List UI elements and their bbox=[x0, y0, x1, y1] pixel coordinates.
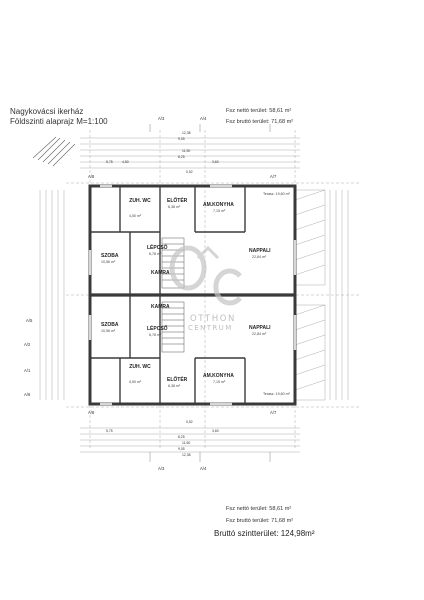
room-label: SZOBA bbox=[101, 253, 119, 259]
net-area-bottom: Fsz nettó terület: 58,61 m² bbox=[226, 506, 292, 512]
room-label: NAPPALI bbox=[249, 325, 271, 331]
dim-bottom: 9,05 bbox=[178, 447, 185, 451]
axis-label-a7-top: A/7 bbox=[270, 174, 277, 179]
gross-area-bottom: Fsz bruttó terület: 71,68 m² bbox=[226, 518, 294, 524]
gross-area-top: Fsz bruttó terület: 71,68 m² bbox=[226, 119, 294, 125]
dim-top: 9,05 bbox=[178, 137, 185, 141]
watermark-logo-icon bbox=[169, 245, 242, 306]
dim-top: 3,60 bbox=[212, 160, 219, 164]
dim-bottom: 8,25 bbox=[178, 435, 185, 439]
axis-markers bbox=[149, 124, 271, 462]
dim-top: 4,50 bbox=[122, 160, 129, 164]
room-area: 22,84 m² bbox=[252, 332, 267, 336]
axis-label-a3-top: A/3 bbox=[158, 116, 165, 121]
room-label: AM.KONYHA bbox=[203, 202, 234, 208]
dim-top: 8,25 bbox=[178, 155, 185, 159]
total-gross-area: Bruttó szintterület: 124,98m² bbox=[214, 529, 315, 538]
room-label: ZUH. WC bbox=[129, 364, 151, 370]
room-area: 7,15 m² bbox=[213, 209, 226, 213]
dim-top: 11,50 bbox=[182, 149, 191, 153]
room-area: 4,50 m² bbox=[129, 380, 142, 384]
room-area: 6,38 m² bbox=[168, 205, 181, 209]
dim-bottom: 5,75 bbox=[106, 429, 113, 433]
axis-label-a4-bottom: A/4 bbox=[200, 466, 207, 471]
axis-label-a2: A/2 bbox=[24, 342, 31, 347]
dim-bottom: 12,38 bbox=[182, 453, 191, 457]
window-frames bbox=[89, 185, 296, 405]
room-label: ELŐTÉR bbox=[167, 377, 188, 383]
dim-top: 12,38 bbox=[182, 131, 191, 135]
room-label: ELŐTÉR bbox=[167, 198, 188, 204]
room-area: 6,78 m² bbox=[149, 333, 162, 337]
dimension-lines-top bbox=[80, 137, 300, 169]
watermark-line1: OTTHON bbox=[190, 314, 236, 324]
staircase-lower bbox=[161, 301, 185, 353]
axis-label-a7-bottom: A/7 bbox=[270, 410, 277, 415]
axis-grid bbox=[66, 130, 360, 450]
axis-label-a4-top: A/4 bbox=[200, 116, 207, 121]
project-title: Nagykovácsi ikerház bbox=[10, 107, 84, 116]
room-label: LÉPCSŐ bbox=[147, 326, 168, 332]
axis-label-a3-bottom: A/3 bbox=[158, 466, 165, 471]
room-label: LÉPCSŐ bbox=[147, 245, 168, 251]
north-arrow-icon bbox=[32, 136, 76, 167]
dim-bottom: 0,52 bbox=[186, 420, 193, 424]
axis-label-a1: A/1 bbox=[24, 368, 31, 373]
room-label: ZUH. WC bbox=[129, 198, 151, 204]
room-label: KAMRA bbox=[151, 304, 170, 310]
room-label: NAPPALI bbox=[249, 248, 271, 254]
terrace-upper bbox=[294, 189, 326, 286]
room-area: 10,56 m² bbox=[101, 329, 116, 333]
terrace-label-lower: Terasz: 19,60 m² bbox=[263, 392, 290, 396]
dim-bottom: 11,50 bbox=[182, 441, 191, 445]
dimension-lines-bottom bbox=[80, 427, 300, 453]
axis-label-a8-top: A/8 bbox=[88, 174, 95, 179]
room-label: KAMRA bbox=[151, 270, 170, 276]
terrace-label-upper: Terasz: 19,60 m² bbox=[263, 192, 290, 196]
room-label: SZOBA bbox=[101, 322, 119, 328]
room-area: 7,15 m² bbox=[213, 380, 226, 384]
axis-label-a6: A/6 bbox=[24, 392, 31, 397]
room-area: 22,84 m² bbox=[252, 255, 267, 259]
dim-top: 0,52 bbox=[186, 170, 193, 174]
room-area: 10,56 m² bbox=[101, 260, 116, 264]
dim-bottom: 3,60 bbox=[212, 429, 219, 433]
room-area: 4,50 m² bbox=[129, 214, 142, 218]
room-area: 6,38 m² bbox=[168, 384, 181, 388]
net-area-top: Fsz nettó terület: 58,61 m² bbox=[226, 108, 292, 114]
terrace-lower bbox=[294, 304, 326, 401]
plan-title: Földszinti alaprajz M=1:100 bbox=[10, 117, 108, 126]
room-area: 6,78 m² bbox=[149, 252, 162, 256]
staircase-upper bbox=[161, 237, 185, 289]
axis-label-a8-bottom: A/8 bbox=[88, 410, 95, 415]
watermark-line2: CENTRUM bbox=[188, 324, 233, 332]
axis-label-a5: A/5 bbox=[26, 318, 33, 323]
dim-top: 5,75 bbox=[106, 160, 113, 164]
interior-walls bbox=[90, 186, 246, 404]
room-label: AM.KONYHA bbox=[203, 373, 234, 379]
dimension-lines-left bbox=[39, 190, 65, 400]
